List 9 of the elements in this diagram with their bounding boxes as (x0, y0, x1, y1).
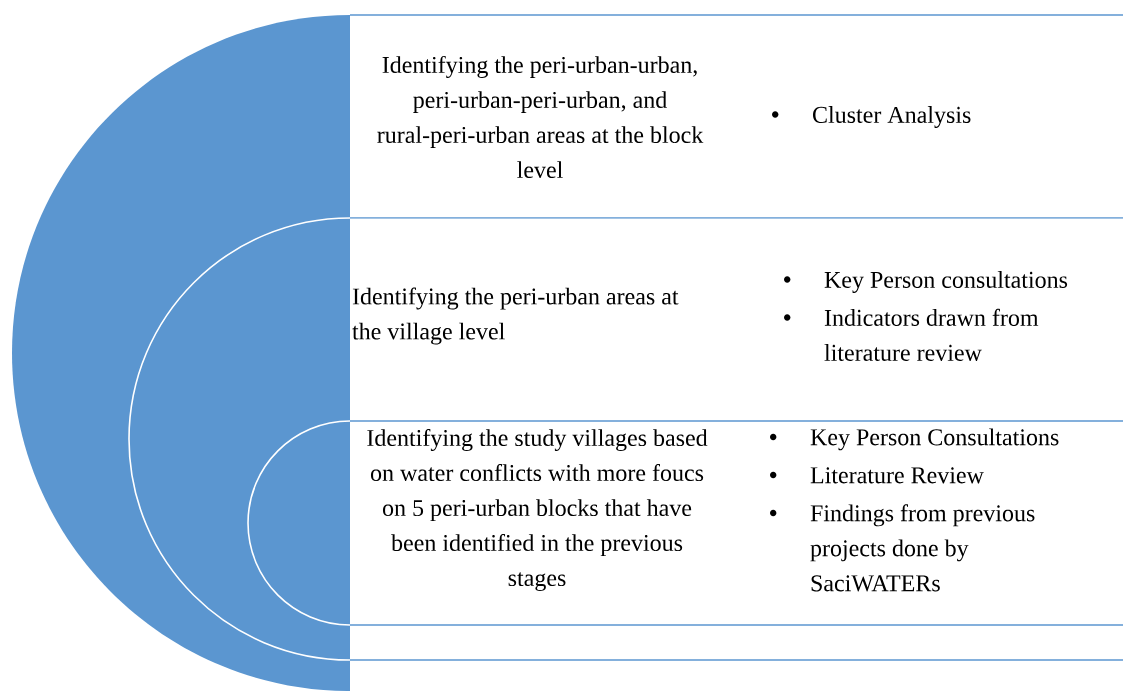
stage-description: Identifying the peri-urban areas at the village level (352, 287, 679, 345)
stage-description: Identifying the study villages based on water conflicts with more foucs on 5 peri-urban blocks that have been identified in the previous stages (367, 429, 708, 592)
stage-description: Identifying the peri-urban-urban, peri-urban-peri-urban, and rural-peri-urban areas at the block level (377, 55, 704, 179)
bullet-item: Key Person consultations (784, 271, 1068, 293)
bullet-item: Findings from previous projects done by SaciWATERs (770, 504, 1035, 592)
bullet-item: Indicators drawn from literature review (784, 308, 1039, 361)
bullet-item: Literature Review (770, 467, 984, 484)
bullet-item: Key Person Consultations (770, 428, 1059, 451)
bullet-item: Cluster Analysis (772, 106, 971, 128)
